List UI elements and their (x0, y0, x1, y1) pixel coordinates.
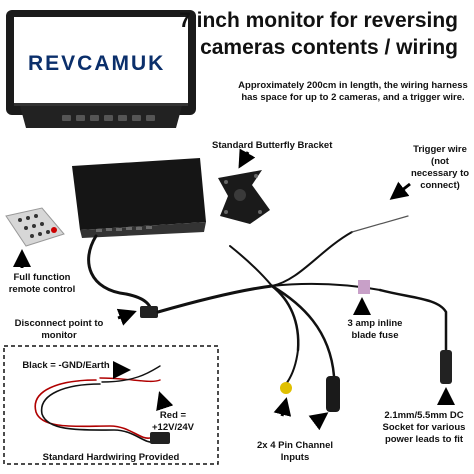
blade-fuse (358, 280, 370, 294)
monitor-product-image (6, 10, 196, 128)
label-disconnect: Disconnect point to monitor (14, 318, 104, 341)
label-red: Red = +12V/24V (152, 410, 194, 433)
annotation-arrows (12, 148, 455, 431)
label-black: Black = -GND/Earth (22, 360, 110, 371)
label-fuse: 3 amp inline blade fuse (347, 318, 403, 341)
rca-connector (280, 382, 292, 394)
hardwiring-cable (34, 365, 161, 443)
remote-control (5, 207, 65, 247)
label-hardwiring: Standard Hardwiring Provided (42, 452, 180, 463)
dc-socket (440, 350, 452, 384)
label-dc-socket: 2.1mm/5.5mm DC Socket for various power … (382, 410, 466, 445)
label-channels: 2x 4 Pin Channel Inputs (256, 440, 334, 463)
label-bracket: Standard Butterfly Bracket (212, 140, 333, 151)
hardwiring-plug (150, 432, 170, 444)
kit-monitor (72, 158, 206, 238)
hardwiring-box (3, 345, 219, 465)
label-trigger: Trigger wire (not necessary to connect) (410, 144, 470, 191)
brand-logo-text: REVCAMUK (28, 52, 166, 75)
wiring-harness (87, 215, 448, 385)
label-remote: Full function remote control (8, 272, 76, 295)
title-line-2: cameras contents / wiring (200, 36, 458, 59)
description-text: Approximately 200cm in length, the wirin… (238, 80, 468, 103)
title-line-1: 7 inch monitor for reversing (179, 9, 458, 32)
butterfly-bracket (218, 170, 270, 224)
channel-input-connector (326, 376, 340, 412)
